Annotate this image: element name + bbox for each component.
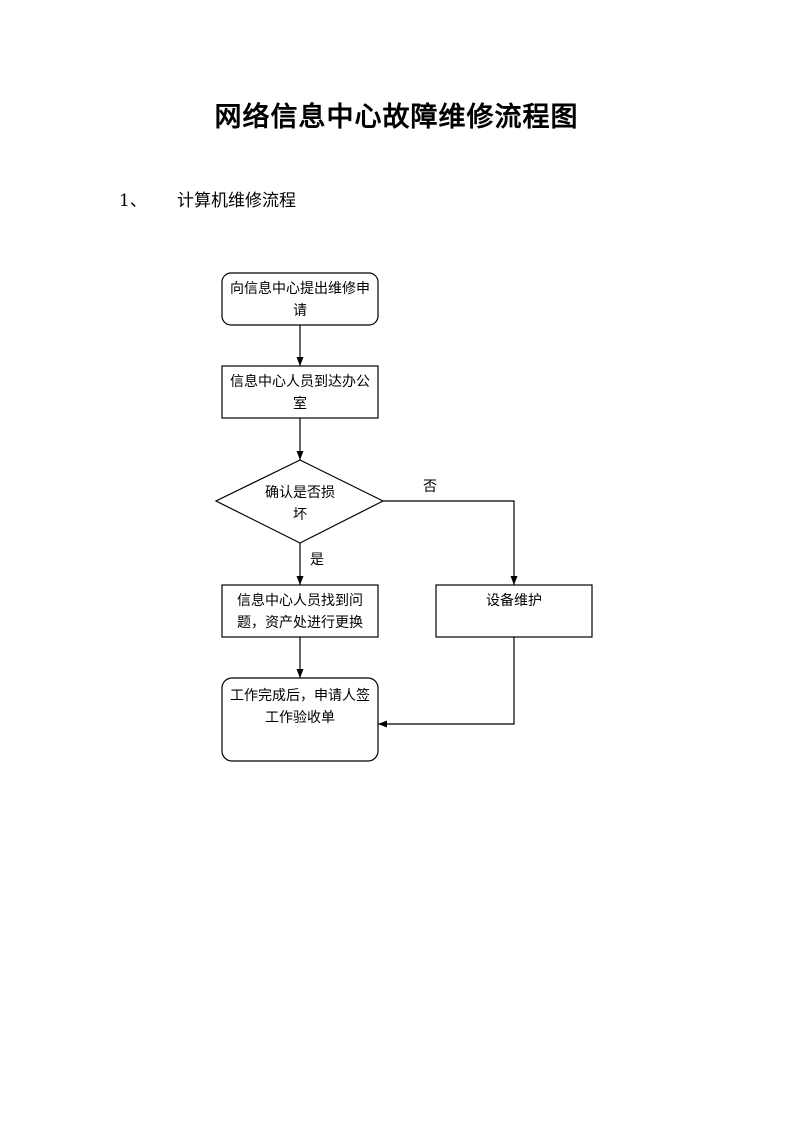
edge-confirm-to-repair (383, 500, 518, 585)
node-confirm-damage-label: 确认是否损坏 (265, 485, 335, 523)
node-submit-request-label: 向信息中心提出维修申请 (230, 281, 370, 319)
node-staff-arrive-label: 信息中心人员到达办公室 (230, 374, 370, 412)
section-number: 1、 (119, 191, 147, 211)
edge-no-label: 否 (423, 479, 437, 495)
page-title: 网络信息中心故障维修流程图 (214, 102, 579, 133)
edge-yes-label: 是 (310, 552, 324, 568)
node-device-repair-label: 设备维护 (486, 593, 542, 609)
node-find-problem-shape (221, 584, 379, 638)
node-device-repair-shape (435, 584, 593, 638)
node-complete-sign-label: 工作完成后，申请人签工作验收单 (230, 688, 370, 726)
section-heading: 计算机维修流程 (177, 191, 296, 211)
edge-repair-to-complete (378, 637, 515, 728)
node-find-problem-label: 信息中心人员找到问题，资产处进行更换 (237, 593, 363, 631)
